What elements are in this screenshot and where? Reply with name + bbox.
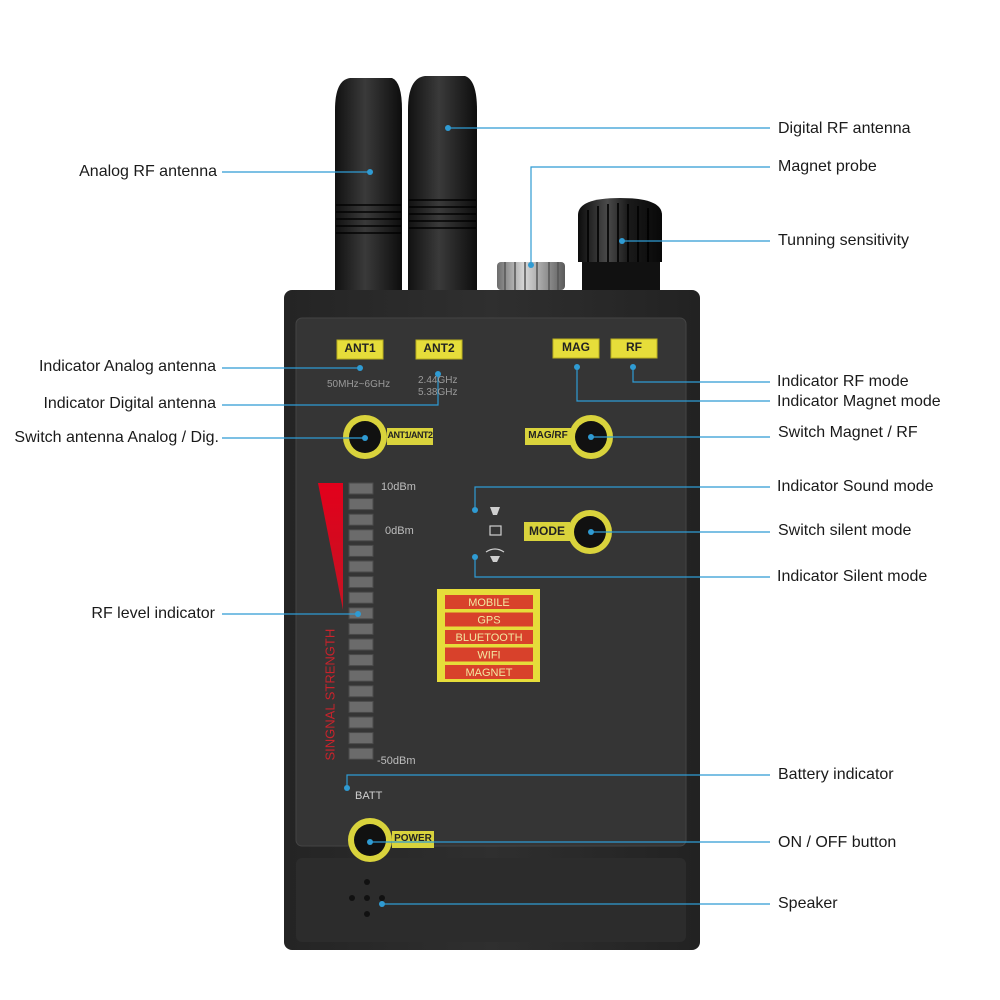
rf-level-led (348, 685, 374, 698)
callout-digital-rf-antenna: Digital RF antenna (778, 120, 911, 137)
ant2-frequency-2: 5.38GHz (418, 387, 458, 398)
rf-level-led (348, 700, 374, 713)
ant2-frequency-1: 2.44GHz (418, 375, 458, 386)
signal-list-label: MAGNET (465, 667, 512, 679)
callout-indicator-silent-mode: Indicator Silent mode (777, 568, 928, 585)
silent-mode-icon (485, 548, 505, 562)
power-button-label: POWER (394, 833, 432, 844)
rf-level-led (348, 654, 374, 667)
line-sound (474, 486, 770, 510)
analog-rf-antenna (335, 78, 402, 295)
callout-indicator-sound-mode: Indicator Sound mode (777, 478, 934, 495)
rf-level-led (348, 513, 374, 526)
signal-list-label: BLUETOOTH (455, 632, 522, 644)
rf-label: RF (626, 340, 642, 354)
callout-switch-silent-mode: Switch silent mode (778, 522, 912, 539)
batt-label: BATT (355, 790, 383, 802)
line-battery (346, 774, 770, 788)
signal-list-row (445, 595, 533, 609)
speaker-grille (349, 879, 385, 917)
scale-mid-label: 0dBm (385, 525, 414, 537)
sound-mode-icon (490, 507, 500, 515)
line-silent-ind (474, 557, 770, 578)
mag-plate (552, 338, 600, 359)
callout-battery-indicator: Battery indicator (778, 766, 894, 783)
ant2-plate (415, 339, 463, 360)
signal-list-box: MOBILE GPS BLUETOOTH WIFI MAGNET (437, 589, 540, 682)
callout-indicator-analog-antenna: Indicator Analog antenna (38, 358, 216, 375)
rf-level-led (348, 669, 374, 682)
rf-level-led (348, 498, 374, 511)
mag-label: MAG (562, 340, 590, 354)
callout-rf-level-indicator: RF level indicator (91, 605, 215, 622)
rf-level-led (348, 732, 374, 745)
callout-lines (222, 127, 770, 905)
signal-list-label: WIFI (477, 650, 500, 662)
callout-tuning-sensitivity: Tunning sensitivity (778, 232, 910, 249)
rf-level-led (348, 607, 374, 620)
rf-level-led (348, 576, 374, 589)
ant2-label: ANT2 (423, 341, 455, 355)
line-ind-mag (576, 367, 770, 402)
tuning-sensitivity-knob[interactable] (578, 198, 662, 292)
rf-level-led (348, 544, 374, 557)
callout-switch-magnet-rf: Switch Magnet / RF (778, 424, 918, 441)
rf-level-led (348, 529, 374, 542)
digital-rf-antenna (408, 76, 477, 295)
signal-list-label: MOBILE (468, 597, 510, 609)
rf-plate (610, 338, 658, 359)
callout-indicator-digital-antenna: Indicator Digital antenna (43, 395, 216, 412)
ant1-frequency: 50MHz~6GHz (327, 379, 391, 390)
line-ind-digital (222, 374, 439, 406)
signal-list-row (445, 612, 533, 627)
callout-speaker: Speaker (778, 895, 838, 912)
magnet-probe-connector (497, 262, 565, 290)
mode-button-label: MODE (529, 524, 565, 538)
rf-level-led (348, 591, 374, 604)
ant-switch-label: ANT1/ANT2 (387, 430, 433, 440)
rf-level-led (348, 747, 374, 760)
signal-strength-wedge (318, 483, 343, 610)
callout-analog-rf-antenna: Analog RF antenna (79, 163, 217, 180)
callout-switch-antenna: Switch antenna Analog / Dig. (14, 429, 219, 446)
rf-level-led (348, 482, 374, 495)
line-magnet-probe (530, 166, 770, 265)
signal-list-row (445, 647, 533, 662)
signal-strength-label: SINGNAL STRENGTH (322, 628, 338, 761)
line-ind-rf (632, 367, 770, 383)
signal-list-row (445, 630, 533, 644)
signal-list-label: GPS (477, 615, 500, 627)
signal-list-row (445, 665, 533, 679)
scale-bottom-label: -50dBm (377, 755, 416, 767)
callout-on-off-button: ON / OFF button (778, 834, 897, 851)
ant1-plate (336, 339, 384, 360)
mode-square-icon (489, 525, 502, 536)
rf-level-bars (348, 482, 374, 760)
rf-level-led (348, 560, 374, 573)
ant1-label: ANT1 (344, 341, 376, 355)
magrf-switch-label: MAG/RF (528, 430, 568, 441)
callout-indicator-magnet-mode: Indicator Magnet mode (777, 393, 941, 410)
rf-level-led (348, 638, 374, 651)
callout-indicator-rf-mode: Indicator RF mode (777, 373, 909, 390)
rf-level-led (348, 622, 374, 635)
rf-level-led (348, 716, 374, 729)
scale-top-label: 10dBm (381, 481, 416, 493)
callout-dots (344, 125, 636, 907)
callout-magnet-probe: Magnet probe (778, 158, 877, 175)
